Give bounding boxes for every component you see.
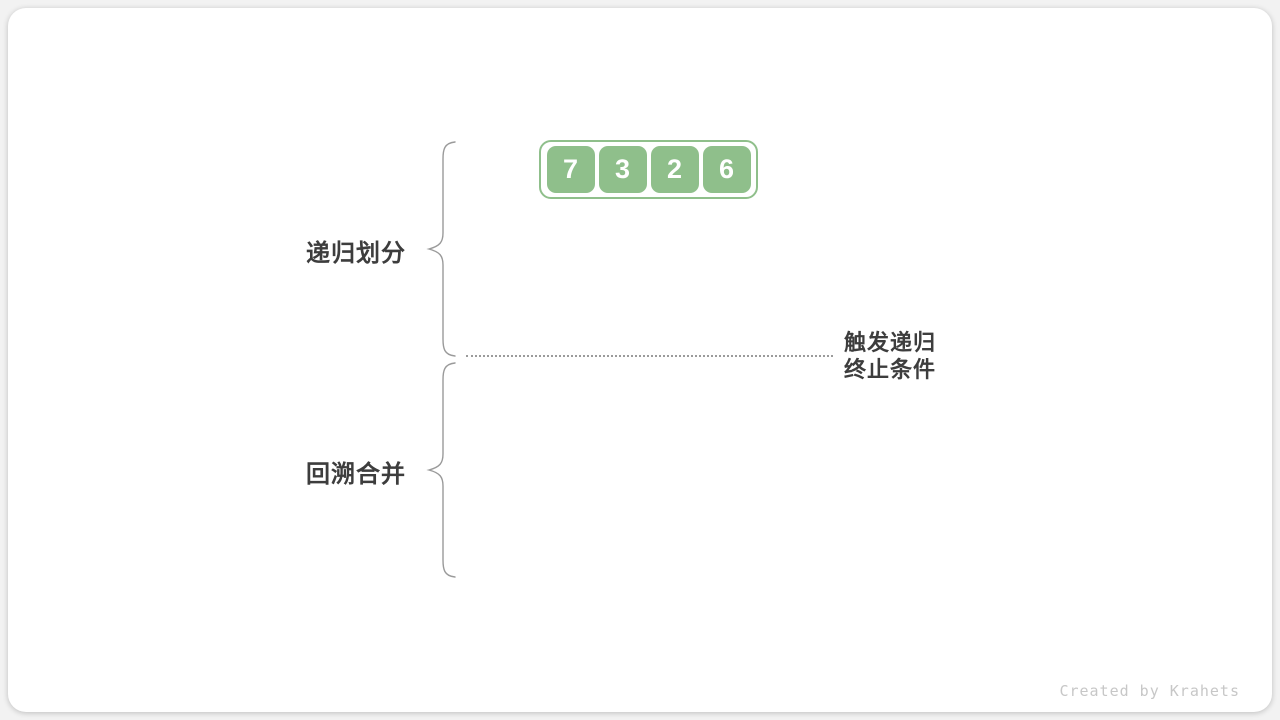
array-cell: 3	[598, 146, 647, 193]
curly-brace-top	[426, 141, 456, 357]
recursion-termination-divider	[466, 355, 833, 357]
label-recursive-divide: 递归划分	[306, 240, 406, 267]
annotation-termination-condition: 触发递归 终止条件	[844, 329, 936, 383]
annotation-line: 触发递归	[844, 330, 937, 355]
credit-text: Created by Krahets	[1059, 682, 1240, 700]
curly-brace-bottom	[426, 362, 456, 578]
diagram-card	[8, 8, 1272, 712]
array-cell: 6	[702, 146, 751, 193]
array-cell: 2	[650, 146, 699, 193]
array-container: 7 3 2 6	[539, 140, 758, 199]
array-cell: 7	[546, 146, 595, 193]
label-backtrack-merge: 回溯合并	[306, 461, 406, 488]
annotation-line: 终止条件	[844, 357, 937, 382]
